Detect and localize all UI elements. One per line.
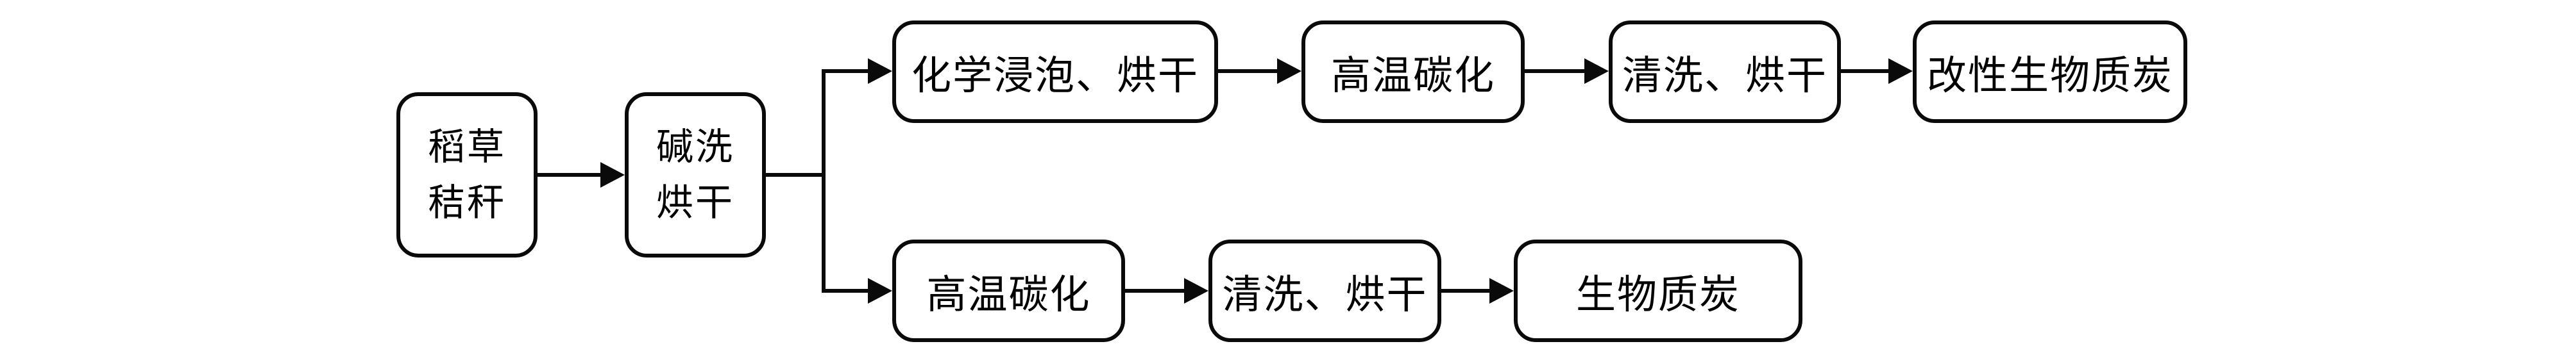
node-wash-dry-bottom-label: 清洗、烘干 (1222, 274, 1428, 317)
node-rice-straw-line2: 秸秆 (427, 182, 506, 224)
node-modified-biochar-label: 改性生物质炭 (1926, 54, 2173, 98)
node-chemical-soak-dry-label: 化学浸泡、烘干 (911, 54, 1199, 98)
node-modified-biochar: 改性生物质炭 (1913, 20, 2187, 123)
node-chemical-soak-dry: 化学浸泡、烘干 (892, 20, 1218, 123)
node-carbonization-bottom: 高温碳化 (892, 240, 1125, 342)
node-alkali-wash-dry-line1: 碱洗 (656, 126, 734, 168)
node-rice-straw: 稻草 秸秆 (396, 92, 538, 258)
arrowhead-icon (600, 162, 625, 188)
edge-wash-to-biochar-line (1441, 289, 1489, 293)
arrowhead-icon (1277, 58, 1301, 84)
edge-branch-to-carbonization-line (822, 289, 868, 293)
arrowhead-icon (868, 278, 892, 304)
edge-branch-vertical-line (822, 69, 826, 293)
edge-carbonization-to-wash-line (1525, 69, 1584, 73)
edge-branch-stub-line (766, 173, 824, 177)
node-carbonization-top: 高温碳化 (1301, 20, 1525, 123)
node-carbonization-top-label: 高温碳化 (1330, 54, 1495, 98)
arrowhead-icon (1584, 58, 1609, 84)
edge-rice-straw-to-alkali-line (538, 173, 600, 177)
node-wash-dry-top-label: 清洗、烘干 (1622, 54, 1827, 98)
arrowhead-icon (868, 58, 892, 84)
node-alkali-wash-dry-line2: 烘干 (656, 182, 734, 224)
node-wash-dry-top: 清洗、烘干 (1609, 20, 1841, 123)
edge-wash-to-modified-biochar-line (1841, 69, 1888, 73)
node-rice-straw-line1: 稻草 (427, 126, 506, 168)
node-carbonization-bottom-label: 高温碳化 (926, 274, 1091, 317)
edge-chemical-to-carbonization-line (1218, 69, 1277, 73)
edge-carbonization-to-wash-bottom-line (1125, 289, 1184, 293)
edge-branch-to-chemical-line (822, 69, 868, 73)
node-wash-dry-bottom: 清洗、烘干 (1208, 240, 1441, 342)
node-alkali-wash-dry: 碱洗 烘干 (625, 92, 766, 258)
arrowhead-icon (1184, 278, 1208, 304)
node-biochar-label: 生物质炭 (1575, 274, 1740, 317)
arrowhead-icon (1888, 58, 1913, 84)
arrowhead-icon (1489, 278, 1514, 304)
node-biochar: 生物质炭 (1514, 240, 1802, 342)
